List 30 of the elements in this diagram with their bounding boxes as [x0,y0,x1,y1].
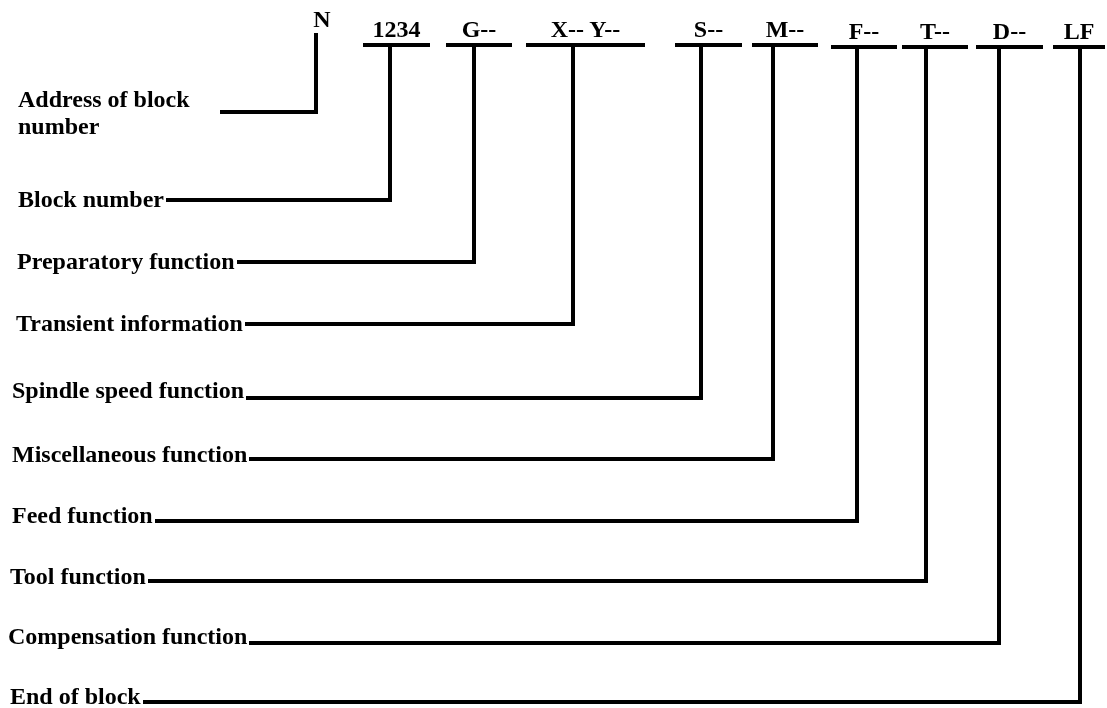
field-label: Miscellaneous function [12,441,248,468]
field-label: Tool function [10,563,146,590]
code-word: D-- [976,18,1043,49]
field-label: Address of block number [18,86,218,140]
field-label: End of block [10,683,141,708]
field-label: Feed function [12,502,153,529]
code-word: T-- [902,18,968,49]
leader-line [249,47,775,461]
leader-line [246,47,703,400]
leader-line [166,47,392,202]
leader-line [245,47,575,326]
field-label: Compensation function [8,623,248,650]
leader-line [143,49,1082,704]
field-label: Preparatory function [17,248,235,275]
leader-line [155,49,859,523]
code-word: G-- [446,16,512,47]
code-word: F-- [831,18,897,49]
field-label: Transient information [16,310,243,337]
code-word: N [306,6,338,33]
code-word: M-- [752,16,818,47]
code-word: LF [1053,18,1105,49]
leader-line [148,49,928,583]
leader-line [249,49,1001,645]
leader-line [220,33,318,114]
code-word: X-- Y-- [526,16,645,47]
leader-line [237,47,476,264]
code-word: S-- [675,16,742,47]
code-word: 1234 [363,16,430,47]
field-label: Block number [18,186,164,213]
field-label: Spindle speed function [12,377,245,404]
